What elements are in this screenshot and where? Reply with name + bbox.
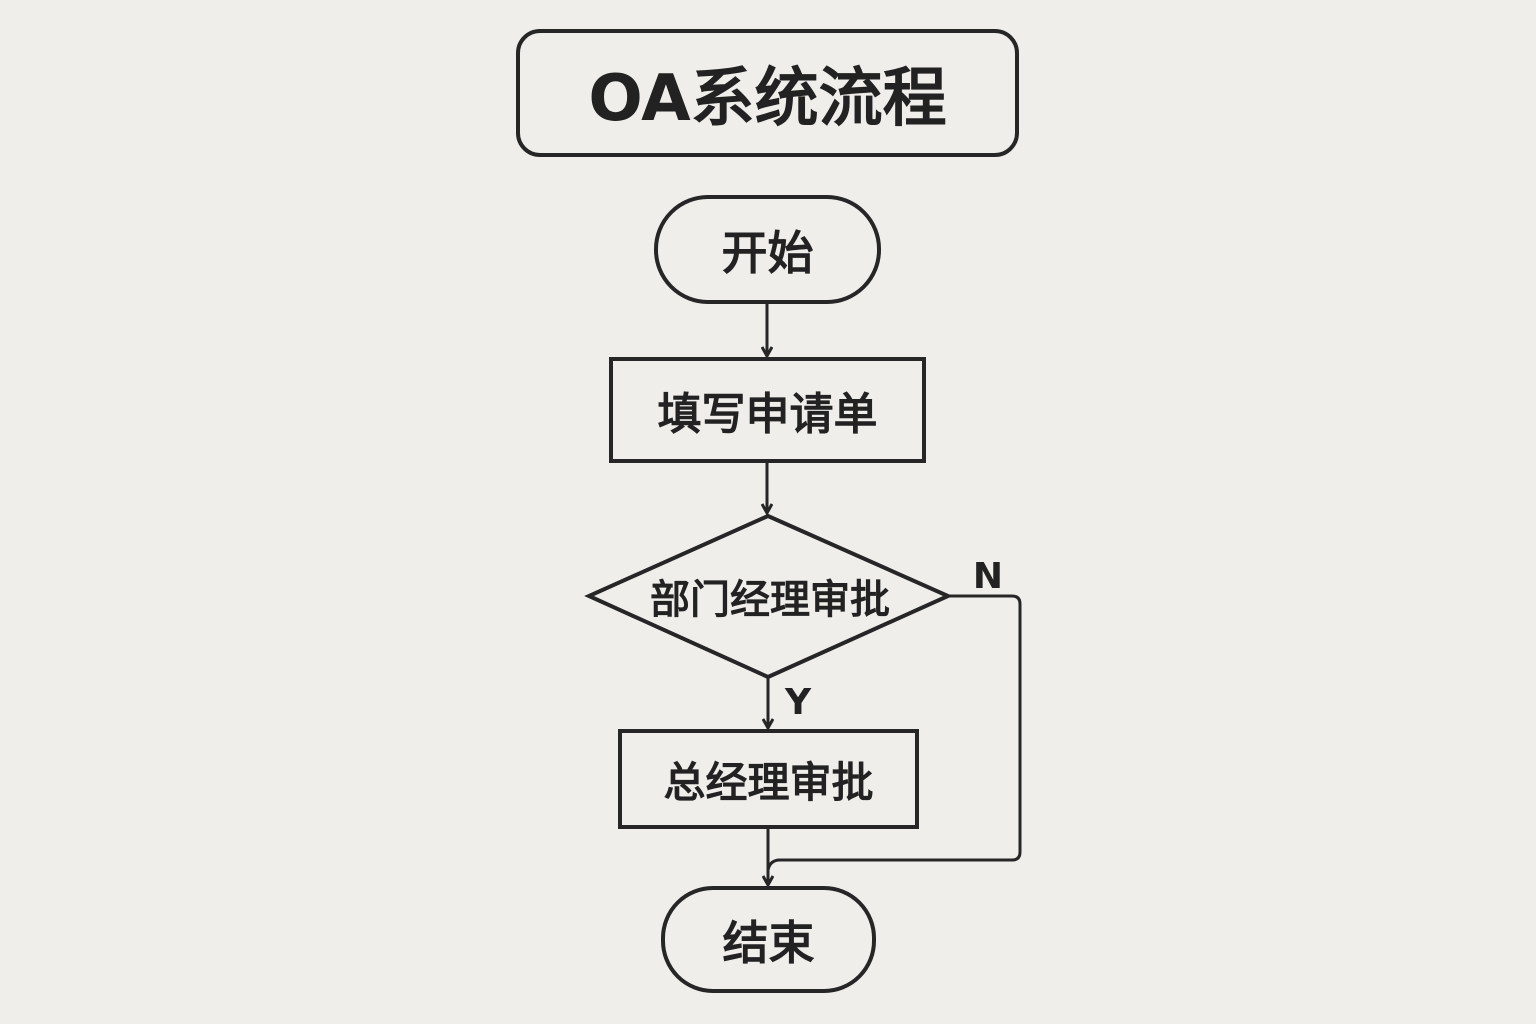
page-title: OA系统流程 bbox=[588, 62, 947, 136]
title-box bbox=[516, 29, 1019, 157]
fill-form-label: 填写申请单 bbox=[657, 389, 878, 440]
dept-approval-node bbox=[584, 513, 953, 680]
gm-approval-label: 总经理审批 bbox=[663, 757, 874, 807]
dept-approval-label: 部门经理审批 bbox=[650, 577, 890, 623]
no-label: N bbox=[972, 555, 1004, 597]
end-node bbox=[661, 886, 876, 993]
gm-approval-node bbox=[618, 729, 919, 829]
fill-form-node bbox=[609, 357, 926, 463]
arrow-no-path bbox=[766, 594, 1022, 871]
end-label: 结束 bbox=[722, 915, 815, 970]
yes-label: Y bbox=[784, 681, 812, 723]
start-node bbox=[654, 195, 881, 304]
start-label: 开始 bbox=[721, 225, 814, 280]
